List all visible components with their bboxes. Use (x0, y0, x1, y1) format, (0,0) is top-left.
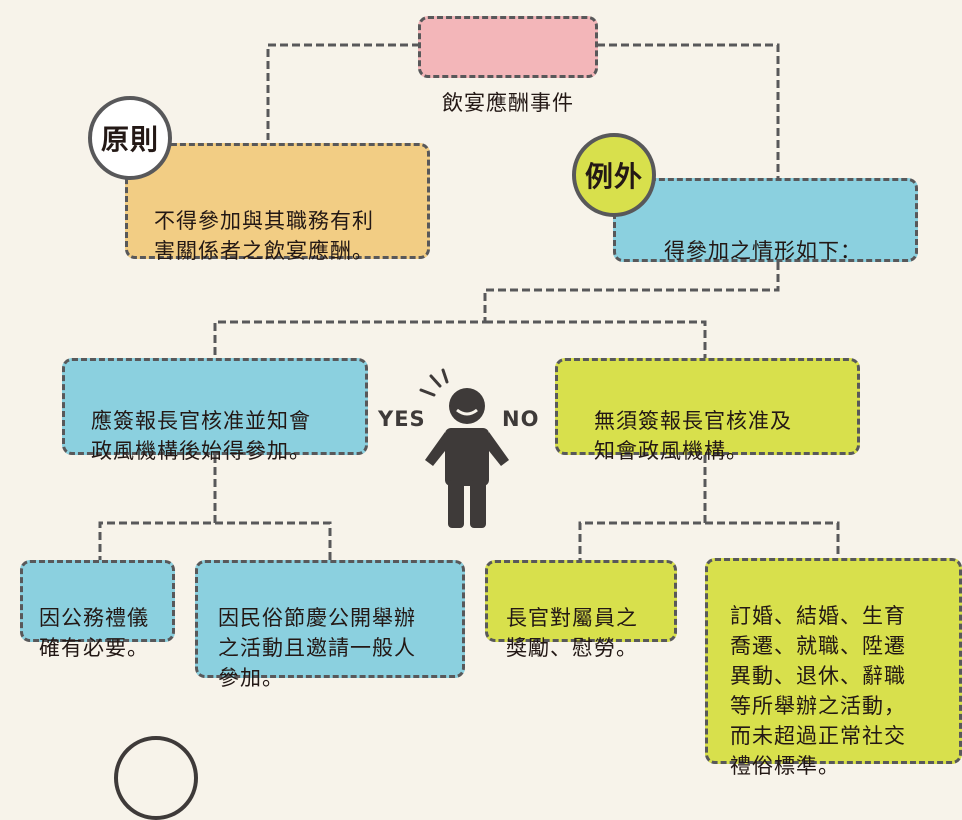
exception-badge-label: 例外 (584, 160, 643, 193)
principle-badge: 原則 (88, 96, 172, 180)
yes-label: YES (378, 407, 426, 431)
principle-box: 不得參加與其職務有利 害關係者之飲宴應酬。 (125, 143, 430, 263)
yes-branch-box: 應簽報長官核准並知會 政風機構後始得參加。 (62, 358, 368, 463)
exception-text: 得參加之情形如下： (664, 239, 862, 263)
no-item-text: 長官對屬員之 獎勵、慰勞。 (506, 606, 638, 660)
no-branch-text: 無須簽報長官核准及 知會政風機構。 (594, 409, 792, 463)
principle-badge-label: 原則 (100, 123, 159, 156)
principle-text: 不得參加與其職務有利 害關係者之飲宴應酬。 (154, 209, 374, 263)
exception-box: 得參加之情形如下： (613, 178, 918, 263)
no-branch-box: 無須簽報長官核准及 知會政風機構。 (555, 358, 860, 463)
confused-person-icon (419, 368, 509, 528)
root-event-label: 飲宴應酬事件 (442, 91, 574, 115)
partial-badge-circle (114, 736, 198, 820)
no-item-box: 長官對屬員之 獎勵、慰勞。 (485, 560, 677, 660)
connector-lines (98, 43, 840, 560)
yes-item-text: 因民俗節慶公開舉辦 之活動且邀請一般人 參加。 (218, 606, 416, 690)
no-label: NO (502, 407, 540, 431)
yes-branch-text: 應簽報長官核准並知會 政風機構後始得參加。 (91, 409, 311, 463)
yes-item-text: 因公務禮儀 確有必要。 (39, 606, 149, 660)
no-item-box: 訂婚、結婚、生育 喬遷、就職、陞遷 異動、退休、辭職 等所舉辦之活動， 而未超過… (705, 558, 962, 778)
yes-item-box: 因民俗節慶公開舉辦 之活動且邀請一般人 參加。 (195, 560, 465, 690)
root-event-box: 飲宴應酬事件 (418, 16, 598, 115)
yes-item-box: 因公務禮儀 確有必要。 (20, 560, 175, 660)
no-item-text: 訂婚、結婚、生育 喬遷、就職、陞遷 異動、退休、辭職 等所舉辦之活動， 而未超過… (730, 604, 906, 778)
exception-badge: 例外 (572, 133, 656, 217)
